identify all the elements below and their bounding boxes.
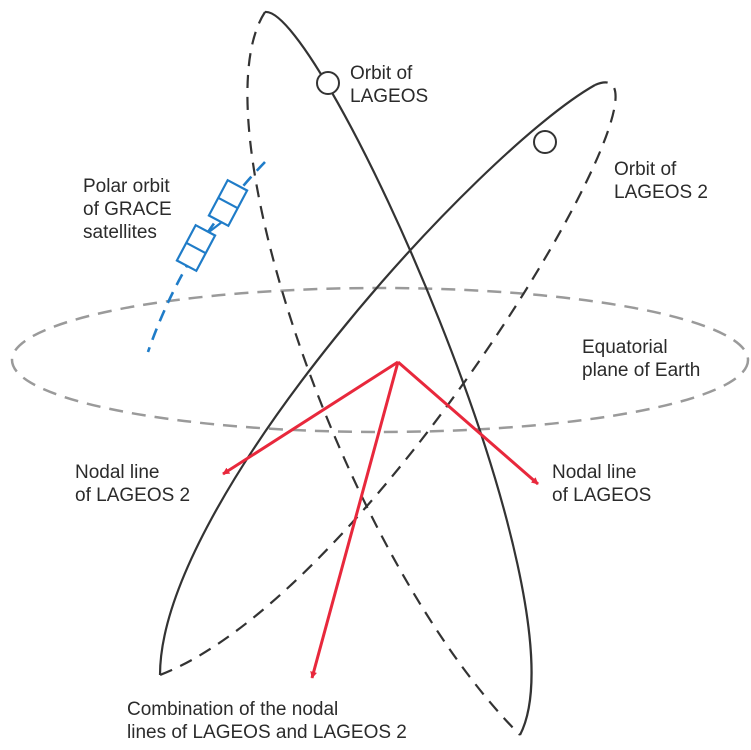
lageos-satellite-icon	[316, 71, 340, 95]
orbit-lageos2-label: Orbit of LAGEOS 2	[614, 159, 708, 203]
orbit-lageos2-front	[158, 84, 596, 676]
equatorial-plane-label: Equatorial plane of Earth	[582, 337, 701, 381]
nodal-line-lageos-label: Nodal line of LAGEOS	[552, 462, 652, 506]
orbit-lageos-back	[246, 11, 521, 736]
grace-orbit-path	[146, 161, 266, 353]
orbit-lageos-label: Orbit of LAGEOS	[350, 63, 429, 107]
combination-label: Combination of the nodal lines of LAGEOS…	[127, 699, 407, 743]
nodal-arrows	[222, 360, 539, 679]
grace-satellites-icon	[175, 178, 249, 273]
nodal-line-lageos2-label: Nodal line of LAGEOS 2	[75, 462, 191, 506]
combination-arrow	[310, 361, 400, 679]
nodal-line-lageos-arrow	[397, 360, 539, 486]
lageos2-satellite-icon	[533, 130, 557, 154]
nodal-line-lageos2-arrow	[222, 360, 399, 476]
equatorial-plane-ellipse	[10, 286, 750, 434]
orbit-lageos-front	[264, 10, 533, 736]
orbit-lageos2-back	[159, 81, 617, 677]
grace-orbit-label: Polar orbit of GRACE satellites	[83, 176, 172, 243]
